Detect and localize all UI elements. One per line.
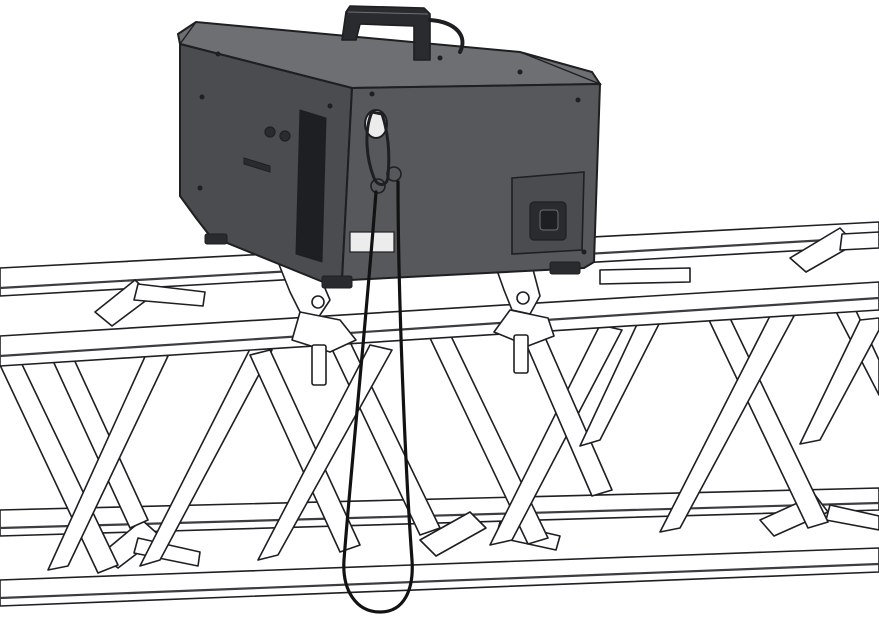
- truss-bottom-crossbars: [99, 494, 879, 569]
- safety-carabiner-icon: [364, 109, 402, 194]
- power-inlet-icon: [529, 201, 567, 241]
- truss-top-crossbars: [94, 227, 879, 327]
- power-inlet-panel: [511, 171, 585, 255]
- housing-foot: [321, 275, 353, 289]
- housing-screws: [197, 51, 587, 255]
- device-housing: [176, 5, 602, 289]
- truss-bottom-chord-front: [0, 547, 879, 607]
- side-connectors: [243, 126, 291, 173]
- truss-top-chord-front: [0, 281, 879, 367]
- housing-foot: [204, 233, 228, 245]
- ventilation-grille: [295, 109, 327, 263]
- safety-cable-assembly: [342, 109, 414, 614]
- truss-structure: [0, 221, 879, 607]
- safety-cable: [342, 180, 414, 614]
- housing-foot: [549, 261, 581, 275]
- carry-handle: [341, 5, 465, 61]
